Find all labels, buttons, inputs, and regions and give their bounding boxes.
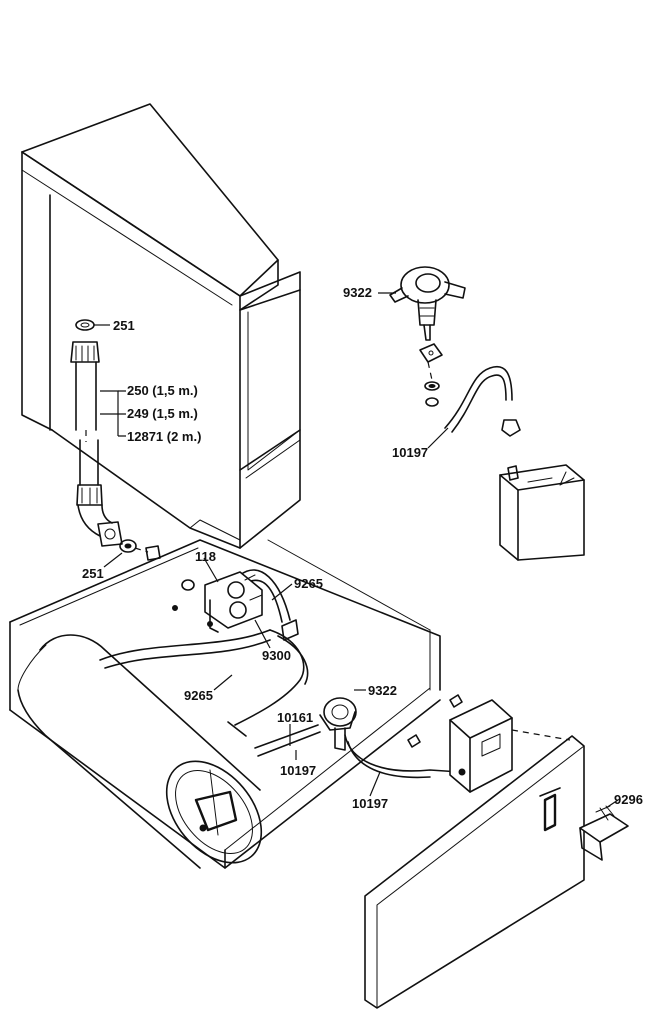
pressure-switch-upper (389, 266, 466, 407)
label-10197-mid: 10197 (280, 763, 316, 778)
label-251-bottom: 251 (82, 566, 104, 581)
label-249: 249 (1,5 m.) (127, 406, 198, 421)
label-9322-top: 9322 (343, 285, 372, 300)
water-canister (499, 464, 585, 561)
upper-hose-10197 (444, 365, 521, 437)
label-10197-bottom: 10197 (352, 796, 388, 811)
water-tank (17, 634, 263, 869)
solenoid-valve-assembly (172, 571, 299, 641)
label-9322-mid: 9322 (368, 683, 397, 698)
control-box (407, 694, 571, 793)
front-panel (364, 735, 585, 1009)
label-250: 250 (1,5 m.) (127, 383, 198, 398)
label-10161: 10161 (277, 710, 313, 725)
label-12871: 12871 (2 m.) (127, 429, 201, 444)
internal-hoses (99, 569, 461, 779)
label-9300: 9300 (262, 648, 291, 663)
label-251-top: 251 (113, 318, 135, 333)
pressure-switch-lower (319, 697, 357, 751)
part-9296-clip (579, 805, 629, 861)
label-10197-top: 10197 (392, 445, 428, 460)
label-9265-bottom: 9265 (184, 688, 213, 703)
appliance-cabinet (21, 103, 301, 549)
label-118: 118 (195, 549, 216, 564)
base-tray (9, 539, 441, 869)
callout-labels: 251 250 (1,5 m.) 249 (1,5 m.) 12871 (2 m… (82, 285, 643, 811)
label-9265-top: 9265 (294, 576, 323, 591)
label-9296: 9296 (614, 792, 643, 807)
